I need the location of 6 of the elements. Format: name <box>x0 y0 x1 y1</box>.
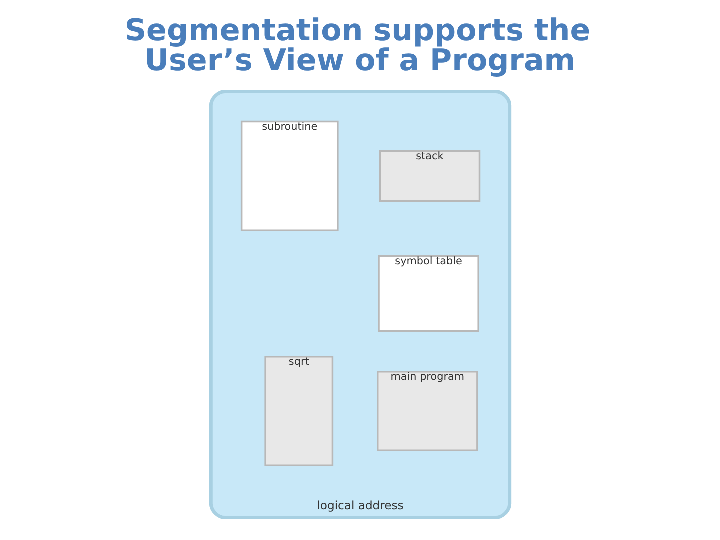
node-box: main program <box>376 371 478 452</box>
node-box: subroutine <box>240 120 338 232</box>
diagram-title: Segmentation supports the User’s View of a Program <box>124 14 590 79</box>
node-box: symbol table <box>378 255 479 332</box>
node-box: stack <box>378 150 480 202</box>
node-box: sqrt <box>264 356 334 467</box>
